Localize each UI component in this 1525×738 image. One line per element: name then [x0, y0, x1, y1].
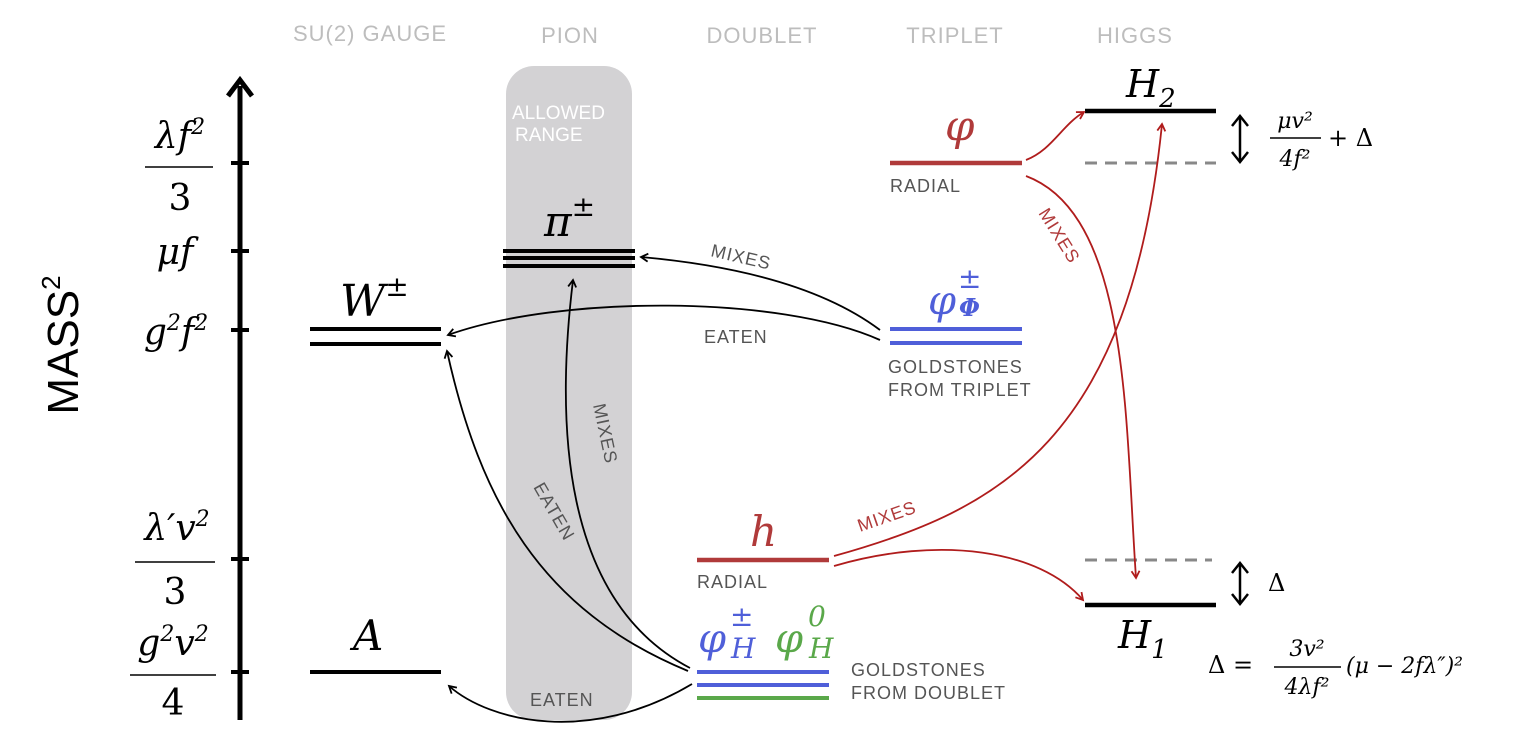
svg-text:4f²: 4f² [1279, 147, 1311, 172]
doublet-radial-note: RADIAL [697, 572, 768, 592]
eaten-label-w: EATEN [704, 327, 768, 347]
mixes-label-triplet: MIXES [1035, 205, 1084, 267]
allowed-range-band [506, 66, 632, 720]
tick-label-lambdaprime-v2-over-3: λ′v2 3 [135, 507, 215, 613]
arrow-triplet-goldstone-to-pion [639, 252, 881, 331]
svg-text:λ′v2: λ′v2 [142, 507, 209, 549]
svg-text:3: 3 [164, 572, 187, 613]
upper-splitting-marker [1231, 113, 1249, 165]
triplet-goldstone-note-1: GOLDSTONES [888, 357, 1023, 377]
svg-text:g2v2: g2v2 [137, 622, 208, 664]
tick-label-g2v2-over-4: g2v2 4 [130, 622, 216, 724]
delta-formula: Δ = 3v² 4λf² (μ − 2fλ″)² [1208, 637, 1463, 700]
tick-label-g2f2: g2f2 [144, 311, 208, 353]
svg-text:μv²: μv² [1277, 109, 1313, 134]
h2-label: H2 [1125, 62, 1176, 114]
a-boson-label: A [349, 611, 383, 660]
h1-label: H1 [1117, 613, 1168, 665]
triplet-goldstone-label: φ±Φ [928, 262, 981, 324]
svg-text:+ Δ: + Δ [1328, 124, 1373, 152]
column-header-doublet: DOUBLET [707, 23, 818, 48]
arrow-h-to-h2 [833, 122, 1167, 557]
arrow-doublet-goldstone-to-w [443, 349, 689, 672]
tick-label-lambda-f2-over-3: λf2 3 [145, 115, 213, 219]
mixes-label-doublet-radial: MIXES [855, 497, 919, 536]
eaten-label-a: EATEN [530, 690, 594, 710]
svg-text:Δ =: Δ = [1208, 651, 1253, 679]
triplet-phi-label: φ [945, 101, 975, 150]
mixes-label-pion: MIXES [709, 240, 773, 273]
mass-axis [226, 75, 254, 720]
w-boson-label: W± [340, 270, 409, 327]
svg-text:3: 3 [169, 178, 192, 219]
doublet-goldstone-note-2: FROM DOUBLET [851, 683, 1006, 703]
arrow-h-to-h1 [833, 548, 1085, 602]
column-header-higgs: HIGGS [1097, 23, 1173, 48]
upper-splitting-label: μv² 4f² + Δ [1270, 109, 1373, 172]
arrow-doublet-goldstone-to-a [447, 683, 693, 723]
triplet-radial-note: RADIAL [890, 176, 961, 196]
pion-label: π± [543, 190, 595, 246]
lower-splitting-marker [1231, 560, 1249, 607]
svg-text:4λf²: 4λf² [1284, 675, 1330, 700]
doublet-goldstone-charged-label: φ±H [698, 600, 756, 665]
arrow-doublet-goldstone-to-pion [564, 278, 691, 669]
column-header-gauge: SU(2) GAUGE [293, 21, 447, 46]
arrow-phi-to-h1 [1025, 175, 1141, 580]
axis-label: MASS2 [36, 275, 88, 414]
column-header-triplet: TRIPLET [906, 23, 1003, 48]
tick-label-mu-f: μf [157, 232, 199, 273]
svg-text:4: 4 [162, 683, 185, 724]
triplet-goldstone-note-2: FROM TRIPLET [888, 380, 1032, 400]
svg-text:λf2: λf2 [153, 115, 205, 157]
lower-splitting-label: Δ [1268, 569, 1285, 597]
svg-text:(μ − 2fλ″)²: (μ − 2fλ″)² [1346, 654, 1463, 679]
doublet-goldstone-note-1: GOLDSTONES [851, 660, 986, 680]
column-header-pion: PION [541, 23, 599, 48]
arrow-triplet-goldstone-to-w [446, 304, 881, 341]
doublet-h-label: h [750, 507, 777, 556]
arrow-phi-to-h2 [1025, 111, 1086, 161]
svg-text:3v²: 3v² [1289, 637, 1324, 662]
